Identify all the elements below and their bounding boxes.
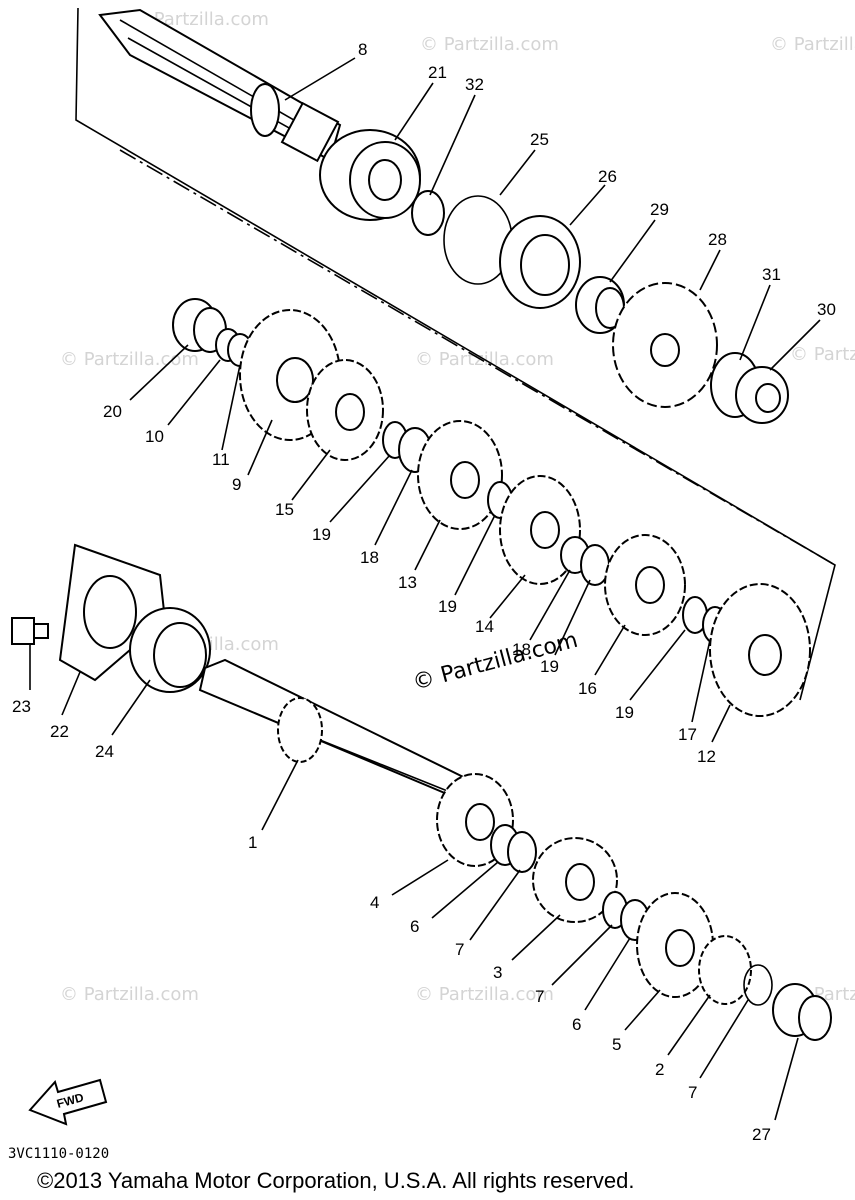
shaft-part <box>98 8 342 163</box>
circlip-part <box>743 964 773 1006</box>
watermark: © Partzilla.com <box>770 34 855 55</box>
fwd-arrow: FWD <box>28 1078 108 1126</box>
watermark: © Partzilla.com <box>60 349 199 370</box>
gear-part <box>499 475 581 585</box>
callout-32: 32 <box>465 75 484 94</box>
callout-25: 25 <box>530 130 549 149</box>
callout-19: 19 <box>615 703 634 722</box>
watermark: © Partzilla.com <box>790 344 855 365</box>
gear-part <box>306 359 384 461</box>
callout-27: 27 <box>752 1125 771 1144</box>
callout-7: 7 <box>535 987 544 1006</box>
fwd-label: FWD <box>55 1090 85 1111</box>
gear-part <box>698 935 752 1005</box>
callout-4: 4 <box>370 893 379 912</box>
gear-part <box>532 837 618 923</box>
sprocket-part <box>612 282 718 408</box>
diagram-code: 3VC1110-0120 <box>8 1146 109 1162</box>
callout-17: 17 <box>678 725 697 744</box>
callout-21: 21 <box>428 63 447 82</box>
callout-28: 28 <box>708 230 727 249</box>
bearing-part <box>319 129 421 221</box>
lower-axle-group <box>11 543 832 1041</box>
callout-9: 9 <box>232 475 241 494</box>
circlip-part <box>507 831 537 873</box>
gear-part <box>417 420 503 530</box>
gear-part <box>636 892 714 998</box>
callout-7: 7 <box>688 1083 697 1102</box>
callout-20: 20 <box>103 402 122 421</box>
watermark: © Partzilla.com <box>420 34 559 55</box>
callout-22: 22 <box>50 722 69 741</box>
callout-15: 15 <box>275 500 294 519</box>
nut-part <box>735 366 789 424</box>
gear-part <box>604 534 686 636</box>
callout-24: 24 <box>95 742 114 761</box>
assembly-frame <box>75 7 836 701</box>
copyright-text: ©2013 Yamaha Motor Corporation, U.S.A. A… <box>37 1168 634 1193</box>
bolt-part <box>11 617 49 645</box>
callout-19: 19 <box>540 657 559 676</box>
o-ring-part <box>411 190 445 236</box>
callout-2: 2 <box>655 1060 664 1079</box>
watermark: © Partzilla.com <box>60 984 199 1005</box>
plate-part <box>58 543 167 682</box>
callout-14: 14 <box>475 617 494 636</box>
main-shaft-group <box>98 8 789 424</box>
callout-labels: 8 21 32 25 26 29 28 31 30 20 10 11 9 15 … <box>12 40 836 1144</box>
callout-30: 30 <box>817 300 836 319</box>
callout-19: 19 <box>438 597 457 616</box>
drive-axle-group <box>172 298 811 717</box>
callout-18: 18 <box>512 640 531 659</box>
callout-10: 10 <box>145 427 164 446</box>
bearing-part <box>129 607 211 693</box>
callout-7: 7 <box>455 940 464 959</box>
callout-1: 1 <box>248 833 257 852</box>
callout-16: 16 <box>578 679 597 698</box>
callout-8: 8 <box>358 40 367 59</box>
gear-part <box>709 583 811 717</box>
callout-3: 3 <box>493 963 502 982</box>
callout-5: 5 <box>612 1035 621 1054</box>
oil-seal-part <box>499 215 581 309</box>
callout-19: 19 <box>312 525 331 544</box>
callout-26: 26 <box>598 167 617 186</box>
leader-lines <box>29 57 821 1121</box>
bearing-part <box>772 983 832 1041</box>
callout-11: 11 <box>212 450 230 469</box>
callout-31: 31 <box>762 265 781 284</box>
collar-part <box>575 276 625 334</box>
callout-23: 23 <box>12 697 31 716</box>
callout-12: 12 <box>697 747 716 766</box>
callout-13: 13 <box>398 573 417 592</box>
watermark: © Partzilla.com <box>415 984 554 1005</box>
callout-6: 6 <box>410 917 419 936</box>
callout-18: 18 <box>360 548 379 567</box>
callout-29: 29 <box>650 200 669 219</box>
callout-6: 6 <box>572 1015 581 1034</box>
